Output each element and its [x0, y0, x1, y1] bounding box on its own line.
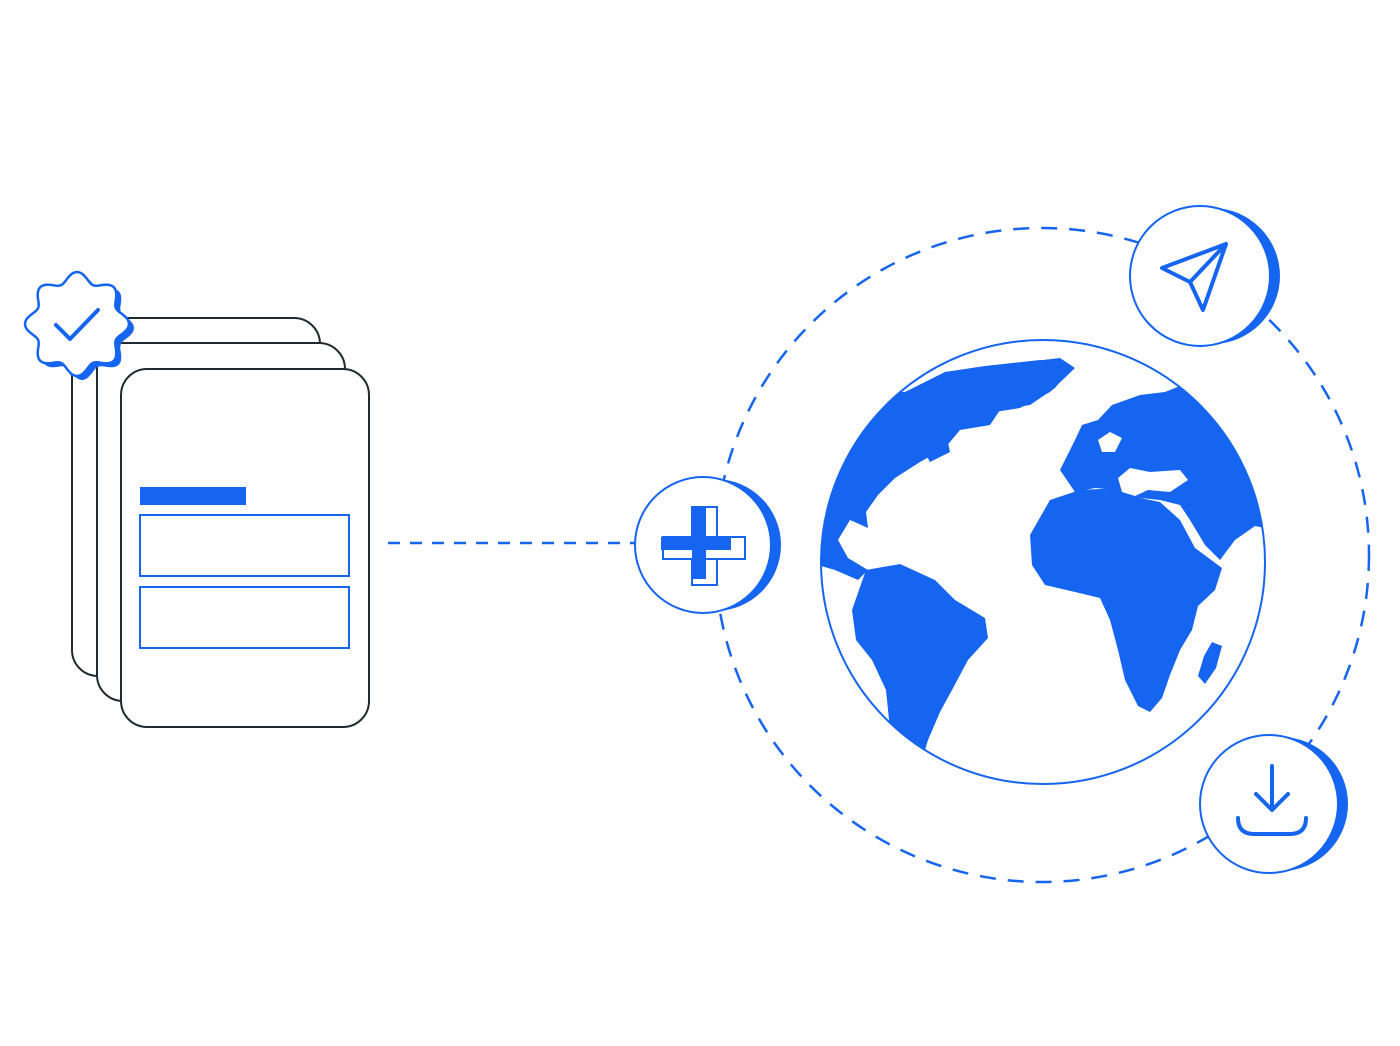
document-field-1: [139, 514, 350, 577]
document-stack-icon: [71, 317, 370, 728]
plus-icon: [661, 506, 746, 586]
island-madagascar: [1198, 642, 1222, 684]
document-front: [120, 368, 370, 728]
document-title-bar: [140, 487, 246, 505]
verified-badge-icon: [23, 270, 134, 380]
send-node: [1129, 205, 1280, 347]
send-icon: [1160, 242, 1228, 312]
continent-south-america: [852, 564, 988, 780]
document-field-2: [139, 586, 350, 649]
download-icon: [1236, 764, 1308, 836]
globe-icon: [820, 339, 1266, 785]
download-node: [1199, 734, 1348, 874]
continent-africa: [1030, 488, 1222, 712]
checkmark-icon: [54, 308, 100, 341]
plus-node: [634, 476, 781, 614]
orbit-dashed-ring: [713, 226, 1371, 884]
